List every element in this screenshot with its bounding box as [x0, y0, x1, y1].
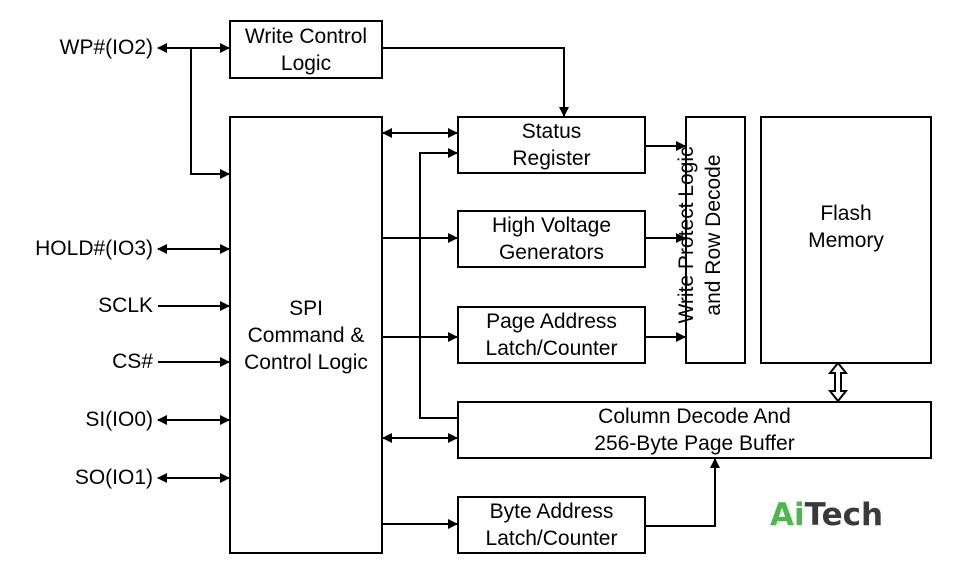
write-protect-block — [685, 116, 746, 364]
wp-to-spi-arrow — [190, 48, 230, 179]
write-control-to-status-arrow — [382, 47, 569, 117]
pin-sclk-label: SCLK — [98, 294, 153, 317]
pin-wp-label: WP#(IO2) — [59, 36, 153, 59]
byte-to-column-arrow — [645, 458, 720, 527]
pin-hold-label: HOLD#(IO3) — [35, 237, 153, 260]
pin-so-label: SO(IO1) — [74, 466, 153, 489]
column-to-status-arrow — [419, 148, 458, 419]
pin-cs-label: CS# — [112, 350, 153, 373]
aitech-logo: AiTech — [770, 497, 884, 533]
pin-si-label: SI(IO0) — [85, 408, 153, 431]
flash-column-double-arrow — [827, 361, 849, 403]
